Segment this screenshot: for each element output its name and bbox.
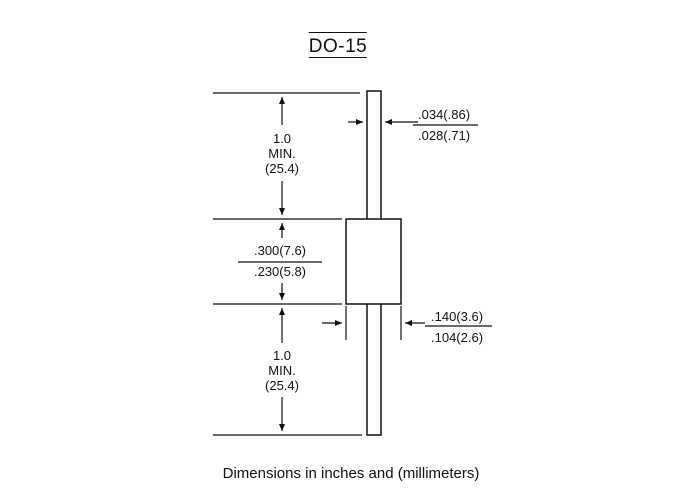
package-title: DO-15 (308, 32, 368, 58)
body-diameter-dimension (322, 306, 492, 340)
top-lead-length-value: 1.0 (272, 131, 292, 146)
body-length-max: .300(7.6) (253, 243, 307, 258)
lead-diameter-dimension (348, 119, 478, 126)
diode-body (345, 218, 402, 305)
body-diameter-max: .140(3.6) (431, 309, 484, 324)
top-lead (366, 90, 382, 222)
top-lead-length-metric: (25.4) (265, 161, 299, 176)
bottom-lead (366, 301, 382, 436)
bottom-lead-length-qualifier: MIN. (268, 363, 296, 378)
units-caption: Dimensions in inches and (millimeters) (222, 465, 480, 482)
top-lead-length-qualifier: MIN. (268, 146, 296, 161)
lead-diameter-max: .034(.86) (418, 107, 471, 122)
body-diameter-min: .104(2.6) (431, 330, 484, 345)
bottom-lead-length-value: 1.0 (272, 348, 292, 363)
body-length-min: .230(5.8) (253, 264, 307, 279)
bottom-lead-length-metric: (25.4) (265, 378, 299, 393)
extension-lines (213, 92, 362, 436)
lead-diameter-min: .028(.71) (418, 128, 471, 143)
